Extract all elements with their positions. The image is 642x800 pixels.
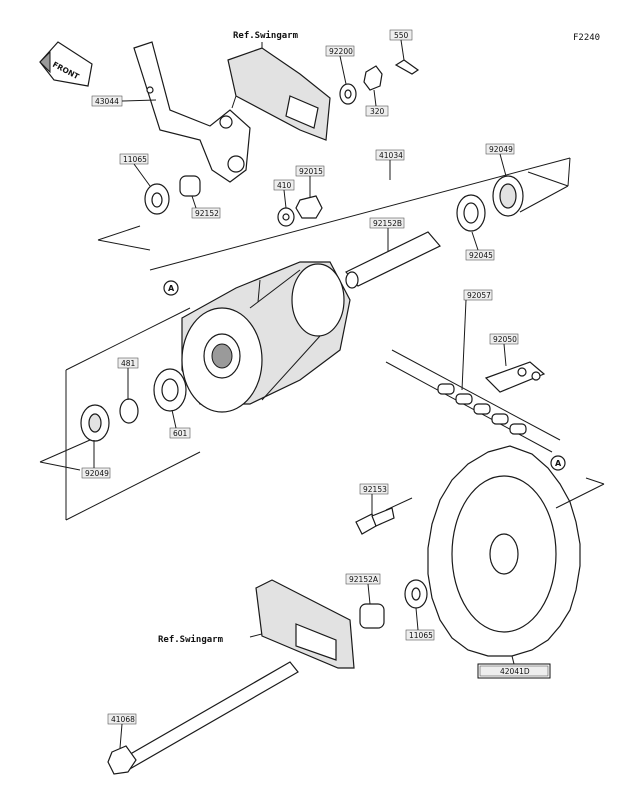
collar-11065-bottom [404, 579, 428, 609]
svg-text:320: 320 [370, 107, 385, 116]
svg-text:41068: 41068 [111, 715, 135, 724]
svg-text:92057: 92057 [467, 291, 491, 300]
circlip-481 [119, 398, 139, 424]
label-43044: 43044 [91, 95, 157, 107]
bolt-92153 [355, 507, 395, 535]
callout-a-upper: A [163, 280, 179, 296]
label-92050: 92050 [489, 333, 519, 367]
label-92200: 92200 [325, 45, 355, 85]
swingarm-bracket-bottom [255, 579, 355, 669]
label-92152A: 92152A [345, 573, 381, 605]
rear-hub-41034 [181, 261, 351, 413]
label-320: 320 [365, 89, 389, 117]
castle-nut-320 [363, 65, 383, 91]
label-42041D: 42041D [477, 655, 551, 679]
ref-swingarm-bottom: Ref.Swingarm [158, 634, 224, 645]
svg-text:92152: 92152 [195, 209, 219, 218]
rear-axle-41068 [107, 661, 299, 775]
svg-text:550: 550 [394, 31, 409, 40]
drive-chain-92057 [385, 349, 561, 453]
svg-text:11065: 11065 [123, 155, 147, 164]
bearing-601 [153, 368, 187, 412]
spacer-92152A [359, 603, 385, 629]
svg-text:410: 410 [277, 181, 292, 190]
label-92015: 92015 [295, 165, 325, 198]
svg-text:92152B: 92152B [373, 219, 402, 228]
diagram-code: F2240 [573, 33, 600, 43]
label-11065-top: 11065 [119, 153, 151, 187]
washer-92200 [339, 83, 357, 105]
label-92057: 92057 [461, 289, 493, 391]
callout-a-lower: A [550, 455, 566, 471]
svg-text:92015: 92015 [299, 167, 323, 176]
oil-seal-92049-top [492, 175, 524, 217]
chain-adjuster-arm [133, 41, 251, 183]
label-92153: 92153 [359, 483, 389, 514]
spacer-92152 [179, 175, 201, 197]
svg-text:92045: 92045 [469, 251, 493, 260]
label-550: 550 [389, 29, 413, 61]
svg-text:41034: 41034 [379, 151, 403, 160]
rear-sprocket-42041D [427, 445, 581, 657]
label-92152B: 92152B [369, 217, 405, 252]
label-601: 601 [169, 409, 191, 439]
bearing-92045 [456, 194, 486, 232]
label-41034: 41034 [375, 149, 405, 180]
washer-410 [277, 207, 295, 227]
svg-text:A: A [555, 459, 562, 468]
svg-text:A: A [168, 284, 175, 293]
label-410: 410 [273, 179, 295, 209]
label-92152: 92152 [191, 195, 221, 219]
swingarm-bracket-top [227, 47, 331, 141]
master-link-92050 [484, 361, 546, 393]
sleeve-92152B [345, 231, 441, 289]
collar-11065-top [144, 183, 170, 215]
label-41068: 41068 [107, 713, 137, 749]
svg-text:92152A: 92152A [349, 575, 379, 584]
svg-text:11065: 11065 [409, 631, 433, 640]
svg-text:601: 601 [173, 429, 188, 438]
label-92045: 92045 [465, 231, 495, 261]
cotter-pin-550 [394, 59, 420, 75]
svg-text:42041D: 42041D [500, 667, 530, 676]
oil-seal-92049-bottom [80, 404, 110, 442]
svg-text:92200: 92200 [329, 47, 353, 56]
assembly-guide-lines [39, 157, 605, 521]
svg-text:92050: 92050 [493, 335, 517, 344]
front-arrow-icon: FRONT [39, 41, 93, 87]
label-481: 481 [117, 357, 139, 400]
svg-text:481: 481 [121, 359, 136, 368]
label-92049-bottom: 92049 [81, 440, 111, 479]
svg-text:92049: 92049 [489, 145, 513, 154]
ref-swingarm-top: Ref.Swingarm [233, 30, 299, 41]
svg-text:92153: 92153 [363, 485, 387, 494]
svg-text:43044: 43044 [95, 97, 119, 106]
label-92049-top: 92049 [485, 143, 515, 177]
label-11065-bottom: 11065 [405, 607, 435, 641]
svg-text:92049: 92049 [85, 469, 109, 478]
nut-92015 [295, 195, 323, 219]
